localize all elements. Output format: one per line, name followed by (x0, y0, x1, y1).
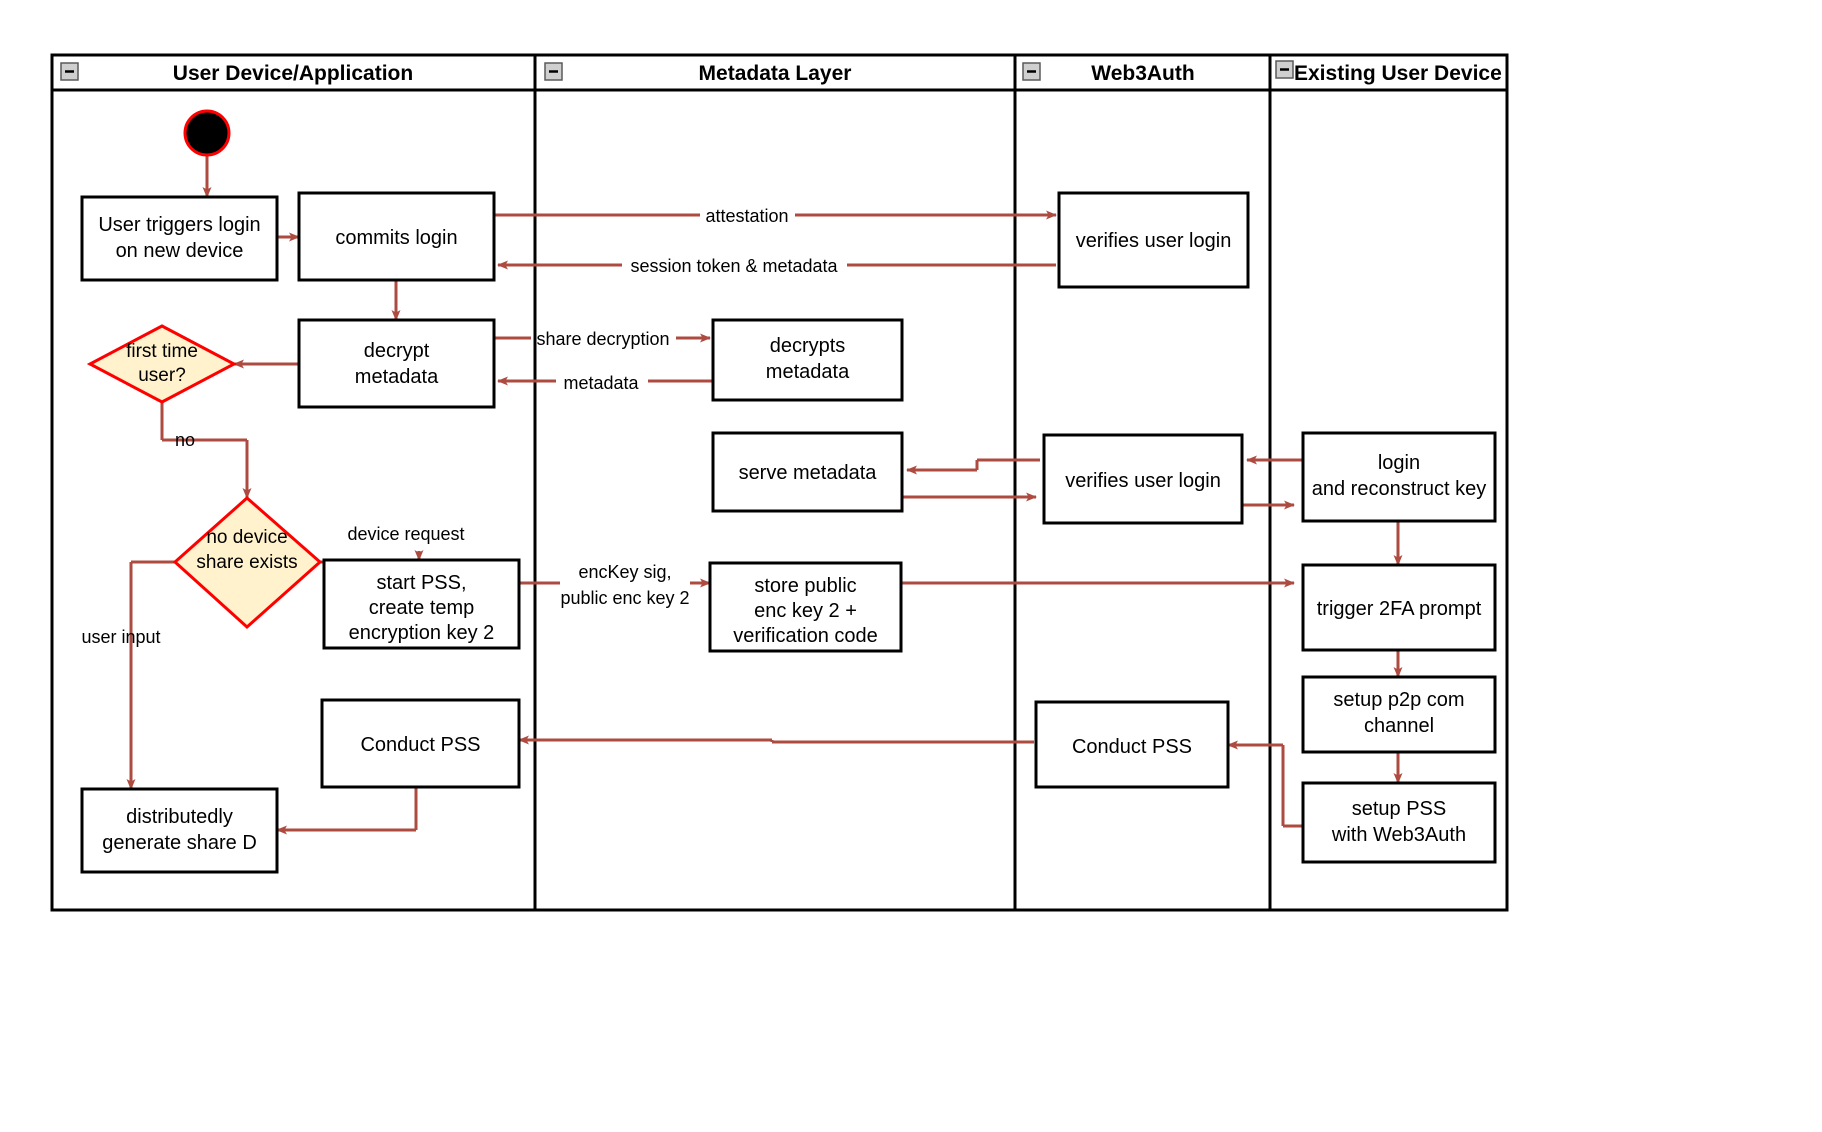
node-decrypt-metadata[interactable]: decrypt metadata (297, 318, 496, 409)
node-login-and-reconstruct-key[interactable]: login and reconstruct key (1301, 431, 1497, 523)
node-label-line: metadata (355, 366, 439, 388)
node-label-line: share exists (196, 552, 297, 573)
node-label-line: store public (754, 575, 856, 597)
edge-label-user-input: user input (81, 627, 160, 647)
node-label-line: no device (206, 527, 287, 548)
node-label-line: trigger 2FA prompt (1317, 598, 1482, 620)
lane-title-user-device: User Device/Application (173, 62, 413, 85)
edge-label-enckey-sig-line2: public enc key 2 (560, 588, 689, 608)
node-label-line: user? (138, 365, 186, 386)
node-verifies-user-login-1[interactable]: verifies user login (1057, 191, 1250, 289)
node-label-line: commits login (335, 227, 457, 249)
node-label-line: verifies user login (1065, 470, 1221, 492)
node-label-line: and reconstruct key (1312, 478, 1487, 500)
node-label-line: login (1378, 452, 1420, 474)
edge-label-no: no (175, 430, 195, 450)
node-label-line: setup p2p com (1333, 689, 1464, 711)
lane-title-web3auth: Web3Auth (1091, 62, 1194, 85)
node-label-line: verification code (733, 625, 878, 647)
node-label-line: Conduct PSS (1072, 736, 1192, 758)
collapse-minus-icon-metadata[interactable] (544, 62, 563, 81)
lane-header-existing-device: Existing User Device (1275, 60, 1502, 85)
lane-header-metadata: Metadata Layer (544, 62, 852, 85)
node-label-line: metadata (766, 361, 850, 383)
node-label-line: User triggers login (98, 214, 260, 236)
lane-header-web3auth: Web3Auth (1022, 62, 1195, 85)
node-distributedly-generate-share-d[interactable]: distributedly generate share D (80, 787, 279, 874)
node-label-line: first time (126, 341, 198, 362)
node-conduct-pss-web3auth[interactable]: Conduct PSS (1034, 700, 1230, 789)
node-start-pss[interactable]: start PSS, create temp encryption key 2 (322, 558, 521, 650)
node-commits-login[interactable]: commits login (297, 191, 496, 282)
node-label-line: channel (1364, 715, 1434, 737)
edge-label-device-request: device request (347, 524, 464, 544)
collapse-minus-icon-user-device[interactable] (60, 62, 79, 81)
node-label-line: serve metadata (739, 462, 878, 484)
node-label-line: generate share D (102, 832, 257, 854)
node-decision-no-device-share-exists[interactable]: no device share exists (172, 495, 323, 630)
collapse-minus-icon-web3auth[interactable] (1022, 62, 1041, 81)
node-label-line: setup PSS (1352, 798, 1447, 820)
node-label-line: decrypt (364, 340, 430, 362)
node-label-line: start PSS, (376, 572, 466, 594)
node-decision-first-time-user[interactable]: first time user? (86, 324, 238, 404)
node-trigger-2fa-prompt[interactable]: trigger 2FA prompt (1301, 563, 1497, 652)
node-label-line: distributedly (126, 806, 233, 828)
node-label-line: on new device (116, 240, 244, 262)
node-label-line: with Web3Auth (1331, 824, 1466, 846)
node-label-line: verifies user login (1076, 230, 1232, 252)
lane-title-existing-device: Existing User Device (1294, 62, 1502, 85)
node-label-line: create temp (369, 597, 475, 619)
node-setup-p2p-com-channel[interactable]: setup p2p com channel (1301, 675, 1497, 754)
lane-header-user-device: User Device/Application (60, 62, 413, 85)
node-label-line: encryption key 2 (349, 622, 495, 644)
node-store-public-enc-key-2[interactable]: store public enc key 2 + verification co… (708, 561, 903, 653)
edge-label-enckey-sig-line1: encKey sig, (578, 562, 671, 582)
node-initial-start[interactable] (183, 109, 231, 157)
node-decrypts-metadata[interactable]: decrypts metadata (711, 318, 904, 402)
edge-label-metadata: metadata (563, 373, 639, 393)
node-user-triggers-login[interactable]: User triggers login on new device (80, 195, 279, 282)
node-conduct-pss-user[interactable]: Conduct PSS (320, 698, 521, 789)
node-serve-metadata[interactable]: serve metadata (711, 431, 904, 513)
collapse-minus-icon-existing-device[interactable] (1275, 60, 1294, 79)
node-label-line: enc key 2 + (754, 600, 857, 622)
edge-label-layer: attestation session token & metadata sha… (81, 206, 838, 647)
node-setup-pss-with-web3auth[interactable]: setup PSS with Web3Auth (1301, 781, 1497, 864)
node-verifies-user-login-2[interactable]: verifies user login (1042, 433, 1244, 525)
lane-title-metadata: Metadata Layer (699, 62, 852, 85)
node-label-line: Conduct PSS (360, 734, 480, 756)
node-label-line: decrypts (770, 335, 846, 357)
edge-label-share-decryption: share decryption (536, 329, 669, 349)
edge-label-attestation: attestation (705, 206, 788, 226)
edge-label-session-token-metadata: session token & metadata (630, 256, 838, 276)
